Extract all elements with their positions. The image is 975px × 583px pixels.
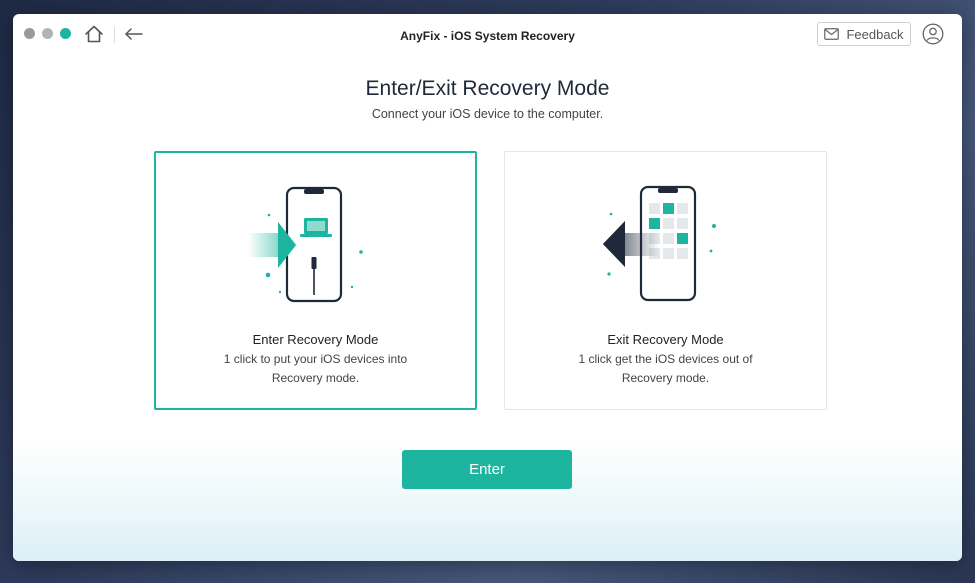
- close-window-button[interactable]: [24, 28, 35, 39]
- titlebar: AnyFix - iOS System Recovery Feedback: [13, 14, 962, 58]
- zoom-window-button[interactable]: [60, 28, 71, 39]
- card-description: 1 click get the iOS devices out of Recov…: [578, 352, 753, 385]
- card-title: Exit Recovery Mode: [607, 332, 724, 347]
- home-icon: [85, 25, 103, 43]
- enter-recovery-illustration: [248, 186, 363, 303]
- home-button[interactable]: [83, 23, 105, 45]
- minimize-window-button[interactable]: [42, 28, 53, 39]
- user-icon: [922, 23, 944, 45]
- enter-recovery-mode-card[interactable]: Enter Recovery Mode 1 click to put your …: [154, 151, 477, 410]
- page-subtitle: Connect your iOS device to the computer.: [371, 107, 604, 121]
- page-title: Enter/Exit Recovery Mode: [365, 77, 610, 100]
- envelope-icon: [824, 28, 840, 40]
- card-description: 1 click to put your iOS devices into Rec…: [223, 352, 408, 385]
- arrow-left-icon: [125, 28, 143, 40]
- exit-recovery-illustration: [603, 185, 716, 302]
- toolbar-divider: [114, 27, 115, 43]
- enter-button[interactable]: Enter: [402, 450, 572, 489]
- app-window: AnyFix - iOS System Recovery Feedback En…: [13, 14, 962, 561]
- window-title: AnyFix - iOS System Recovery: [400, 29, 575, 43]
- feedback-button[interactable]: Feedback: [817, 22, 911, 46]
- back-button[interactable]: [123, 24, 145, 44]
- card-title: Enter Recovery Mode: [252, 332, 379, 347]
- account-button[interactable]: [922, 23, 944, 45]
- feedback-label: Feedback: [846, 26, 904, 42]
- exit-recovery-mode-card[interactable]: Exit Recovery Mode 1 click get the iOS d…: [504, 151, 827, 410]
